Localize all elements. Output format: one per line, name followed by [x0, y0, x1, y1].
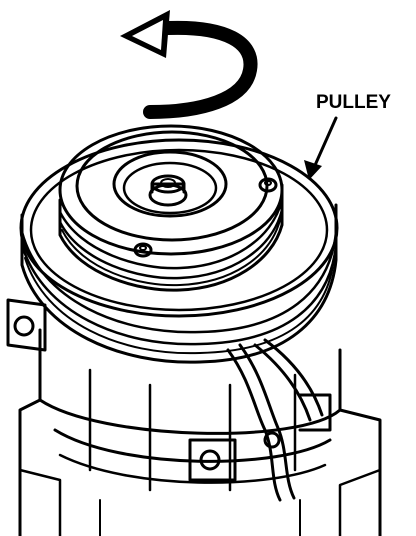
- pulley-leader-arrowhead: [304, 160, 322, 180]
- rotation-arrow: [120, 10, 258, 119]
- pulley-callout: PULLEY: [304, 92, 391, 180]
- plate-bolt-bottom: [133, 242, 153, 258]
- center-nut: [148, 174, 188, 207]
- clutch-hub: [58, 124, 284, 292]
- plate-bolt-right: [258, 177, 278, 193]
- compressor-body: [6, 298, 382, 536]
- pulley: [19, 138, 339, 364]
- pulley-label: PULLEY: [316, 92, 391, 113]
- pulley-leader-line: [310, 116, 338, 174]
- wire-harness: [226, 338, 324, 502]
